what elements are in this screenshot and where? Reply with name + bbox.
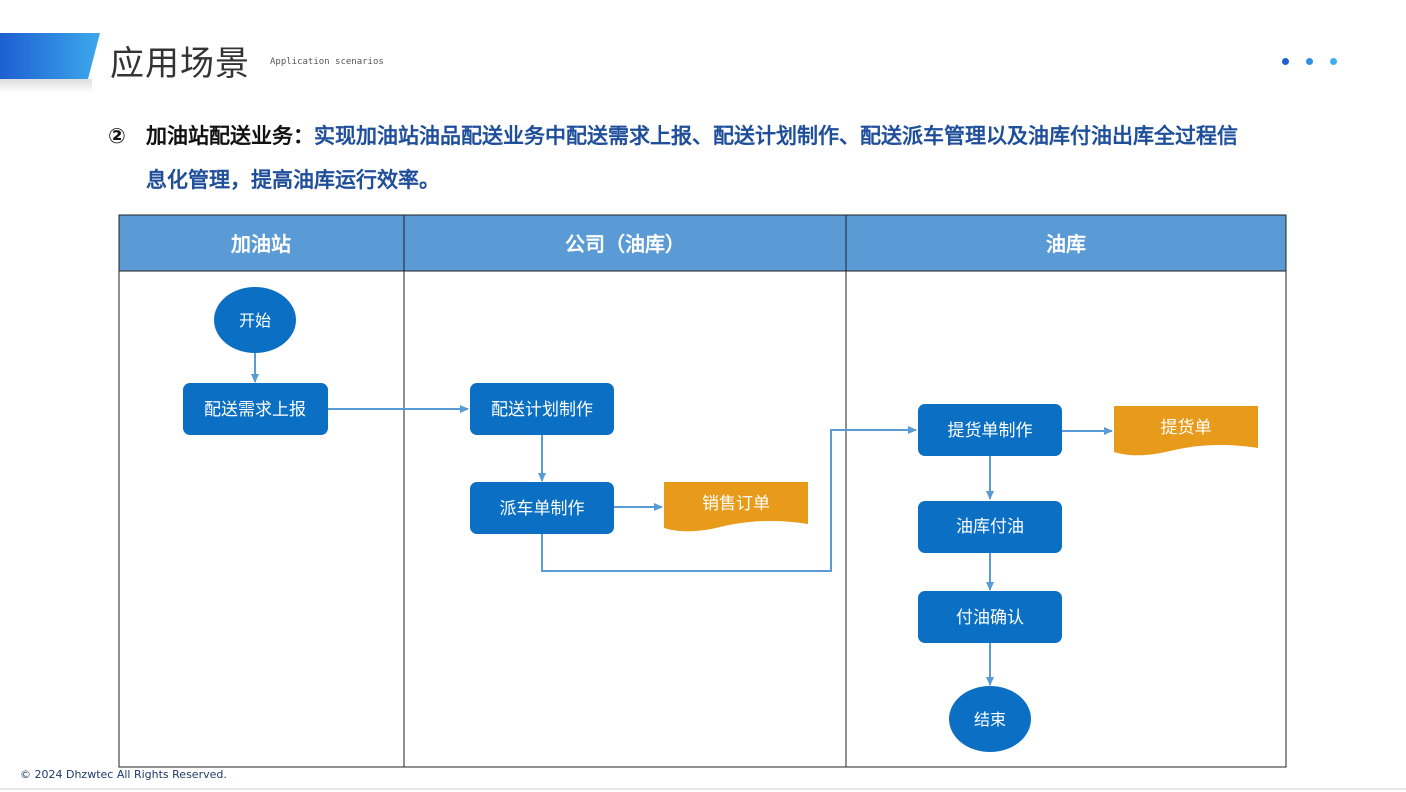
header-banner-shadow	[0, 79, 92, 93]
end-node	[949, 686, 1031, 752]
intro-heading: 加油站配送业务：	[146, 124, 314, 148]
plan-label: 配送计划制作	[491, 400, 593, 420]
sales-order-document	[664, 482, 808, 532]
dispatch-node	[470, 482, 614, 534]
report-label: 配送需求上报	[204, 400, 306, 420]
confirm-node	[918, 591, 1062, 643]
arrow-dispatch-pickup	[541, 426, 917, 572]
page-subtitle: Application scenarios	[270, 57, 384, 67]
intro-text-line2: 息化管理，提高油库运行效率。	[146, 168, 440, 192]
depot-pay-label: 油库付油	[956, 517, 1024, 537]
header-banner	[0, 33, 100, 79]
confirm-label: 付油确认	[956, 608, 1024, 628]
lane-title-station: 加油站	[230, 232, 291, 256]
pickup-node	[918, 404, 1062, 456]
dispatch-label: 派车单制作	[500, 499, 585, 519]
footer-copyright: © 2024 Dhzwtec All Rights Reserved.	[20, 768, 227, 781]
swimlane-frame	[118, 214, 1287, 768]
intro-paragraph: ② 加油站配送业务：实现加油站油品配送业务中配送需求上报、配送计划制作、配送派车管…	[108, 114, 1378, 202]
start-label: 开始	[239, 311, 271, 330]
lane-title-depot: 油库	[1046, 232, 1086, 256]
intro-text-line1: 实现加油站油品配送业务中配送需求上报、配送计划制作、配送派车管理以及油库付油出库…	[314, 124, 1238, 148]
pickup-document	[1114, 406, 1258, 456]
intro-number: ②	[108, 124, 126, 148]
page-title: 应用场景	[110, 44, 250, 84]
decor-dot-3	[1330, 58, 1337, 65]
bottom-divider	[0, 788, 1406, 790]
decor-dot-1	[1282, 58, 1289, 65]
plan-node	[470, 383, 614, 435]
decor-dot-2	[1306, 58, 1313, 65]
end-label: 结束	[974, 710, 1006, 729]
lane-title-company: 公司（油库）	[565, 232, 685, 256]
report-node	[183, 383, 328, 435]
sales-order-label: 销售订单	[702, 494, 770, 514]
depot-pay-node	[918, 501, 1062, 553]
pickup-doc-label: 提货单	[1161, 418, 1212, 438]
start-node	[214, 287, 296, 353]
pickup-label: 提货单制作	[948, 421, 1033, 441]
lane-header-bar	[119, 215, 1286, 271]
